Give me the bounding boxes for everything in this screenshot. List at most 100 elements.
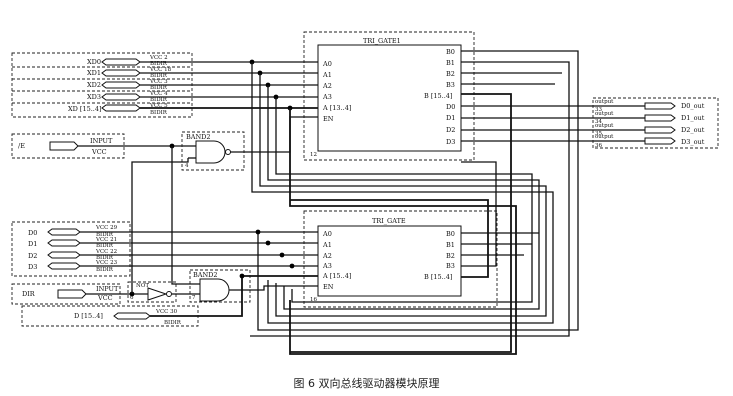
not-id: 6 (130, 295, 134, 301)
xd0-vcc: VCC 2 (149, 55, 168, 61)
d0-pin-icon (47, 228, 81, 236)
tri-gate1-in-a1: A1 (322, 71, 332, 79)
tri-gate1-out-b2: B2 (446, 70, 455, 78)
dir-type: INPUT (96, 285, 119, 293)
tri-gate1-in-a2: A2 (322, 82, 332, 90)
dir-group: DIR INPUT VCC NOT 6 BAND2 7 (11, 146, 318, 305)
xdbus-type: BIDIR (150, 110, 168, 116)
band2-id: 4 (185, 163, 189, 169)
d2-out-type: output (595, 123, 614, 129)
d1-vcc: VCC 21 (95, 237, 117, 243)
tri-gate1-in-a0: A0 (322, 60, 332, 68)
xd1-pin-icon (101, 69, 141, 77)
d0-type: BIDIR (96, 232, 114, 238)
output-pins: output 33 output 34 output 35 output 36 … (461, 97, 719, 149)
tri-gate1-in-abus: A [13..4] (322, 104, 351, 112)
d2-out-label: D2_out (681, 126, 705, 134)
xd3-type: BIDIR (150, 97, 168, 103)
e-input-label: /E (18, 142, 25, 150)
d2-out-id: 35 (595, 131, 602, 137)
d2-vcc: VCC 22 (95, 249, 117, 255)
tri-gate1-out-d2: D2 (446, 126, 455, 134)
bus-driver-schematic: TRI_GATE1 A0 A1 A2 A3 A [13..4] EN B0 B1… (11, 31, 719, 355)
tri-gate1-in-a3: A3 (322, 93, 332, 101)
figure-caption: 图 6 双向总线驱动器模块原理 (293, 377, 440, 390)
d1-label: D1 (28, 240, 37, 248)
tri-gate1-out-bbus: B [15..4] (424, 92, 452, 100)
d2-type: BIDIR (96, 255, 114, 261)
xdbus-pin-icon (101, 104, 141, 112)
d3-out-id: 36 (595, 143, 602, 149)
xd0-pin-icon (101, 58, 141, 66)
xd3-vcc: VCC 4 (149, 91, 168, 97)
tri-gate-title: TRI_GATE (372, 217, 406, 225)
d1-out-id: 34 (595, 119, 602, 125)
tri-gate1-out-wires (250, 50, 579, 353)
tri-gate-id: 16 (310, 297, 317, 303)
xd0-type: BIDIR (150, 61, 168, 67)
band2b-label: BAND2 (193, 271, 218, 279)
d-bus-vcc: VCC 30 (155, 309, 178, 315)
xd2-pin-icon (101, 81, 141, 89)
d3-label: D3 (28, 263, 37, 271)
dir-vcc: VCC (97, 294, 113, 302)
d0-out-type: output (595, 99, 614, 105)
xdbus-label: XD [15..4] (68, 105, 102, 113)
d2-out-pin-icon (644, 126, 676, 134)
d1-out-label: D1_out (681, 114, 705, 122)
dir-label: DIR (22, 290, 36, 298)
d3-pin-icon (47, 262, 81, 270)
band2-label: BAND2 (186, 133, 211, 141)
tri-gate-in-abus: A [15..4] (322, 272, 351, 280)
tri-gate-block: TRI_GATE A0 A1 A2 A3 A [15..4] EN B0 B1 … (303, 210, 498, 308)
tri-gate1-out-b0: B0 (446, 48, 455, 56)
tri-gate1-title: TRI_GATE1 (363, 37, 401, 45)
tri-gate1-out-d3: D3 (446, 138, 455, 146)
xd-wires (140, 59, 554, 355)
d1-pin-icon (47, 239, 81, 247)
d0-vcc: VCC 29 (95, 225, 118, 231)
d-bus-label: D [15..4] (74, 312, 103, 320)
xd-pin-group: XD0 XD1 XD2 XD3 XD [15..4] VCC 2 BIDIR V… (11, 52, 193, 118)
input-e-group: /E INPUT VCC (11, 133, 196, 159)
d0-out-pin-icon (644, 102, 676, 110)
band2b-id: 7 (192, 295, 196, 301)
tri-gate1-out-d1: D1 (446, 114, 455, 122)
xd1-vcc: VCC 18 (149, 67, 172, 73)
xd2-vcc: VCC 3 (149, 79, 168, 85)
xd3-label: XD3 (87, 93, 101, 101)
tri-gate-out-wires (290, 161, 539, 278)
xd3-pin-icon (101, 93, 141, 101)
tri-gate-out-bbus: B [15..4] (424, 273, 452, 281)
d3-vcc: VCC 23 (95, 260, 118, 266)
d-bus-type: BIDIR (164, 320, 182, 326)
d-pin-group: D0 D1 D2 D3 VCC 29 BIDIR VCC 21 BIDIR VC… (11, 221, 318, 277)
tri-gate1-out-b1: B1 (446, 59, 455, 67)
band2-gate: BAND2 4 (181, 116, 318, 171)
d0-out-id: 33 (595, 107, 602, 113)
d2-pin-icon (47, 251, 81, 259)
d0-out-label: D0_out (681, 102, 705, 110)
tri-gate1-out-b3: B3 (446, 81, 455, 89)
tri-gate-out-b1: B1 (446, 241, 455, 249)
d3-out-type: output (595, 134, 614, 140)
d3-out-pin-icon (644, 137, 676, 145)
tri-gate1-id: 12 (310, 152, 317, 158)
tri-gate-out-b0: B0 (446, 230, 455, 238)
tri-gate1-block: TRI_GATE1 A0 A1 A2 A3 A [13..4] EN B0 B1… (303, 31, 475, 161)
xd1-type: BIDIR (150, 73, 168, 79)
tri-gate-in-en: EN (323, 283, 334, 291)
d1-out-pin-icon (644, 114, 676, 122)
tri-gate-out-b2: B2 (446, 252, 455, 260)
e-input-pin-icon (49, 141, 79, 151)
xd0-label: XD0 (87, 58, 101, 66)
xd2-type: BIDIR (150, 85, 168, 91)
tri-gate-out-b3: B3 (446, 262, 455, 270)
d0-label: D0 (28, 229, 37, 237)
dir-input-pin-icon (57, 289, 87, 299)
tri-gate1-out-d0: D0 (446, 103, 455, 111)
tri-gate1-in-en: EN (323, 115, 334, 123)
tri-gate-in-a2: A2 (322, 252, 332, 260)
tri-gate-in-a1: A1 (322, 241, 332, 249)
not-label: NOT (136, 283, 149, 289)
